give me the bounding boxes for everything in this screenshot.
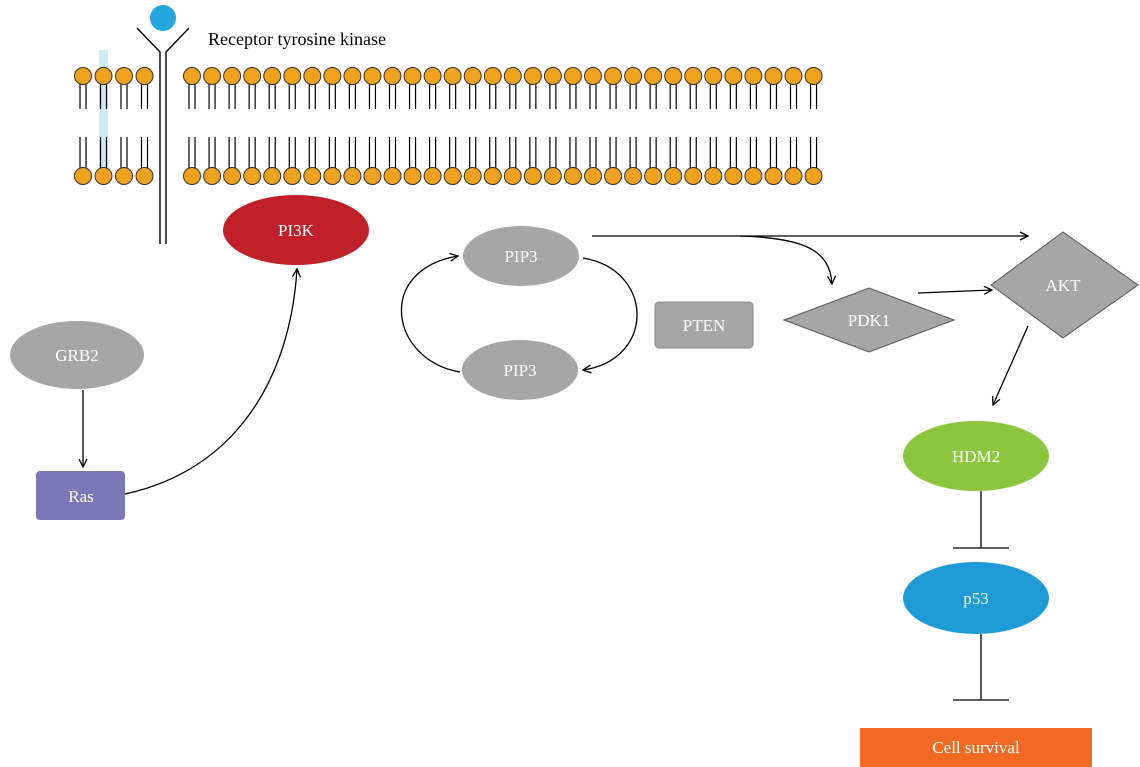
lipid-pair	[423, 67, 442, 185]
svg-text:p53: p53	[963, 589, 989, 608]
node-grb2: GRB2	[10, 321, 144, 389]
lipid-pair	[543, 67, 562, 185]
node-akt: AKT	[990, 231, 1139, 339]
lipid-pair	[804, 67, 823, 185]
node-pip3-top: PIP3	[463, 226, 579, 286]
lipid-pair	[94, 67, 113, 185]
lipid-pair	[784, 67, 803, 185]
node-pten: PTEN	[654, 301, 754, 349]
lipid-pair	[283, 67, 302, 185]
edge-pip3-cycle-left	[400, 256, 461, 373]
lipid-pair	[203, 67, 222, 185]
lipid-pair	[243, 67, 262, 185]
lipid-pair	[704, 67, 723, 185]
lipid-pair	[624, 67, 643, 185]
edge-pdk1-akt	[917, 290, 992, 293]
lipid-pair	[115, 67, 133, 185]
svg-text:PDK1: PDK1	[848, 311, 891, 330]
node-ras: Ras	[36, 471, 125, 520]
node-hdm2: HDM2	[903, 421, 1049, 491]
svg-text:GRB2: GRB2	[55, 346, 98, 365]
lipid-pair	[135, 67, 154, 185]
node-cell-survival: Cell survival	[860, 728, 1092, 767]
lipid-pair	[363, 67, 382, 185]
lipid-pair	[563, 67, 582, 185]
svg-text:PI3K: PI3K	[278, 221, 315, 240]
lipid-pair	[303, 67, 322, 185]
lipid-pair	[764, 67, 783, 185]
edge-akt-hdm2	[993, 325, 1029, 405]
svg-text:PTEN: PTEN	[683, 316, 726, 335]
node-pip3-bottom: PIP3	[462, 340, 578, 400]
lipid-bilayer	[74, 50, 823, 185]
ligand-icon	[150, 5, 176, 31]
edges	[83, 235, 1029, 701]
lipid-pair	[343, 67, 362, 185]
receptor-label: Receptor tyrosine kinase	[208, 29, 386, 49]
lipid-pair	[523, 67, 542, 185]
lipid-pair	[503, 67, 522, 185]
lipid-pair	[644, 67, 663, 185]
lipid-pair	[463, 67, 482, 185]
lipid-pair	[483, 67, 502, 185]
lipid-pair	[403, 67, 422, 185]
lipid-pair	[584, 67, 602, 185]
node-pdk1: PDK1	[782, 287, 956, 353]
lipid-pair	[744, 67, 763, 185]
svg-text:Cell survival: Cell survival	[932, 738, 1020, 757]
svg-text:AKT: AKT	[1046, 276, 1082, 295]
edge-pip3-pdk1	[739, 235, 832, 284]
svg-text:PIP3: PIP3	[503, 361, 536, 380]
lipid-pair	[223, 67, 242, 185]
lipid-pair	[383, 67, 402, 185]
lipid-pair	[183, 67, 201, 185]
lipid-pair	[263, 67, 282, 185]
svg-text:PIP3: PIP3	[504, 247, 537, 266]
svg-text:HDM2: HDM2	[952, 447, 1000, 466]
svg-text:Ras: Ras	[68, 487, 94, 506]
receptor-tyrosine-kinase	[136, 5, 190, 244]
membrane-highlight	[99, 50, 108, 172]
edge-ras-pi3k	[124, 269, 297, 495]
node-pi3k: PI3K	[223, 195, 369, 265]
lipid-pair	[724, 67, 743, 185]
lipid-pair	[74, 67, 92, 185]
edge-pip3-cycle-right	[583, 257, 638, 370]
lipid-pair	[664, 67, 683, 185]
node-p53: p53	[903, 562, 1049, 634]
lipid-pair	[323, 67, 342, 185]
lipid-pair	[684, 67, 703, 185]
lipid-pair	[443, 67, 462, 185]
lipid-pair	[604, 67, 623, 185]
